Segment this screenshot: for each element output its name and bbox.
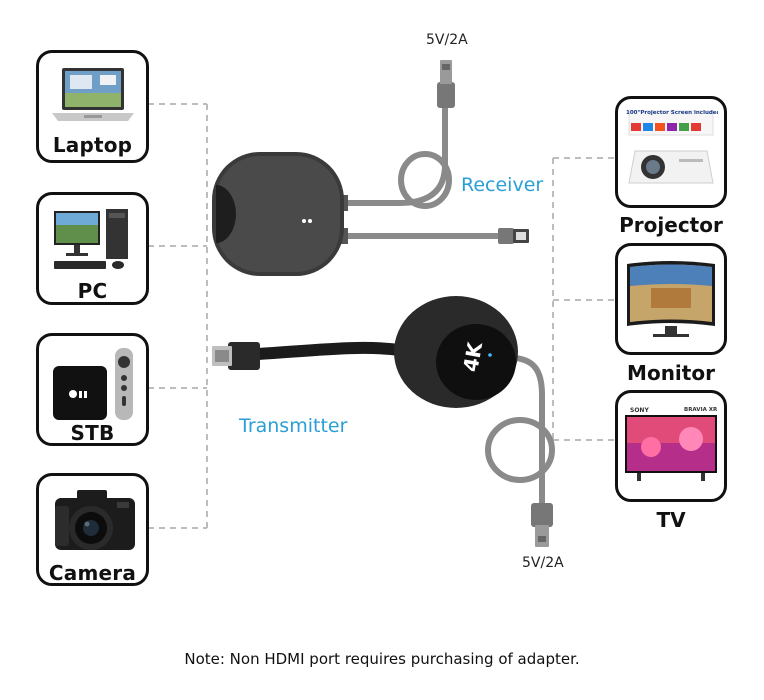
- source-card-pc: PC: [36, 192, 149, 305]
- source-label-camera: Camera: [48, 561, 137, 585]
- monitor-icon: [627, 261, 715, 337]
- footnote: Note: Non HDMI port requires purchasing …: [184, 650, 580, 668]
- source-label-pc: PC: [77, 279, 108, 303]
- display-label-tv: TV: [656, 508, 686, 532]
- source-card-laptop: Laptop: [36, 50, 149, 163]
- receiver-cables: [337, 102, 503, 239]
- projector-screen-text: 100"Projector Screen included: [626, 110, 718, 116]
- source-label-stb: STB: [70, 421, 115, 445]
- transmitter-device: [394, 296, 518, 408]
- receiver-power-label: 5V/2A: [426, 32, 468, 48]
- source-card-camera: Camera: [36, 473, 149, 586]
- display-label-projector: Projector: [619, 213, 723, 237]
- projector-icon: [628, 110, 714, 184]
- source-label-laptop: Laptop: [52, 133, 133, 157]
- tv-model: BRAVIA XR: [684, 407, 718, 413]
- transmitter-label: Transmitter: [239, 415, 348, 437]
- display-card-projector: 100"Projector Screen included: [615, 96, 727, 208]
- transmitter-power-label: 5V/2A: [522, 555, 564, 571]
- display-connectors: [552, 157, 616, 441]
- source-card-stb: STB: [36, 333, 149, 446]
- tv-brand: SONY: [630, 407, 649, 414]
- display-label-monitor: Monitor: [627, 361, 715, 385]
- display-card-monitor: [615, 243, 727, 355]
- receiver-label: Receiver: [461, 174, 544, 196]
- receiver-usb-plug: [437, 60, 455, 108]
- receiver-device: [212, 152, 348, 276]
- receiver-hdmi-plug: [498, 228, 529, 244]
- laptop-icon: [52, 68, 134, 121]
- transmitter-cable: [485, 355, 555, 508]
- tv-icon: [625, 415, 717, 481]
- transmitter-hdmi: [212, 341, 406, 370]
- source-connectors: [148, 103, 208, 529]
- transmitter-usb-plug: [531, 503, 553, 547]
- desktop-pc-icon: [54, 209, 128, 269]
- set-top-box-icon: [53, 348, 133, 420]
- camera-icon: [55, 490, 135, 550]
- transmitter-4k-badge: 4K: [458, 340, 488, 374]
- display-card-tv: SONY BRAVIA XR: [615, 390, 727, 502]
